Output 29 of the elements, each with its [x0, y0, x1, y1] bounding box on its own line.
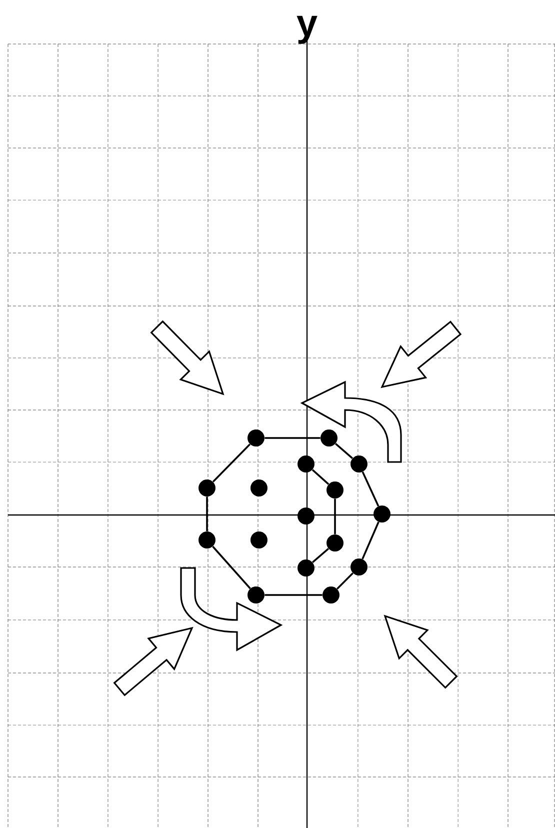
- point: [326, 534, 344, 552]
- point: [298, 560, 314, 576]
- polygon-side: [336, 572, 354, 590]
- point: [250, 480, 268, 496]
- polygon-side: [264, 594, 322, 596]
- point: [350, 558, 368, 576]
- point: [248, 586, 264, 604]
- point: [248, 430, 264, 446]
- point: [326, 482, 344, 498]
- point: [250, 532, 268, 548]
- axis-label: y: [296, 16, 318, 44]
- point: [320, 430, 338, 446]
- polygon-side: [212, 444, 251, 482]
- point: [322, 586, 340, 604]
- point: [298, 508, 314, 524]
- point: [198, 532, 216, 548]
- polygon-side: [362, 522, 380, 560]
- point: [198, 480, 216, 496]
- point: [298, 456, 314, 472]
- polygon-side: [362, 472, 380, 506]
- polygon-side: [334, 443, 354, 459]
- polygon-side: [264, 437, 320, 439]
- point: [350, 456, 368, 472]
- polygon-side: [206, 496, 208, 532]
- polygon-side: [212, 546, 251, 590]
- point: [374, 506, 390, 522]
- polygon-side: [312, 548, 329, 563]
- polygon-side: [334, 498, 336, 534]
- polygon-side: [312, 469, 330, 485]
